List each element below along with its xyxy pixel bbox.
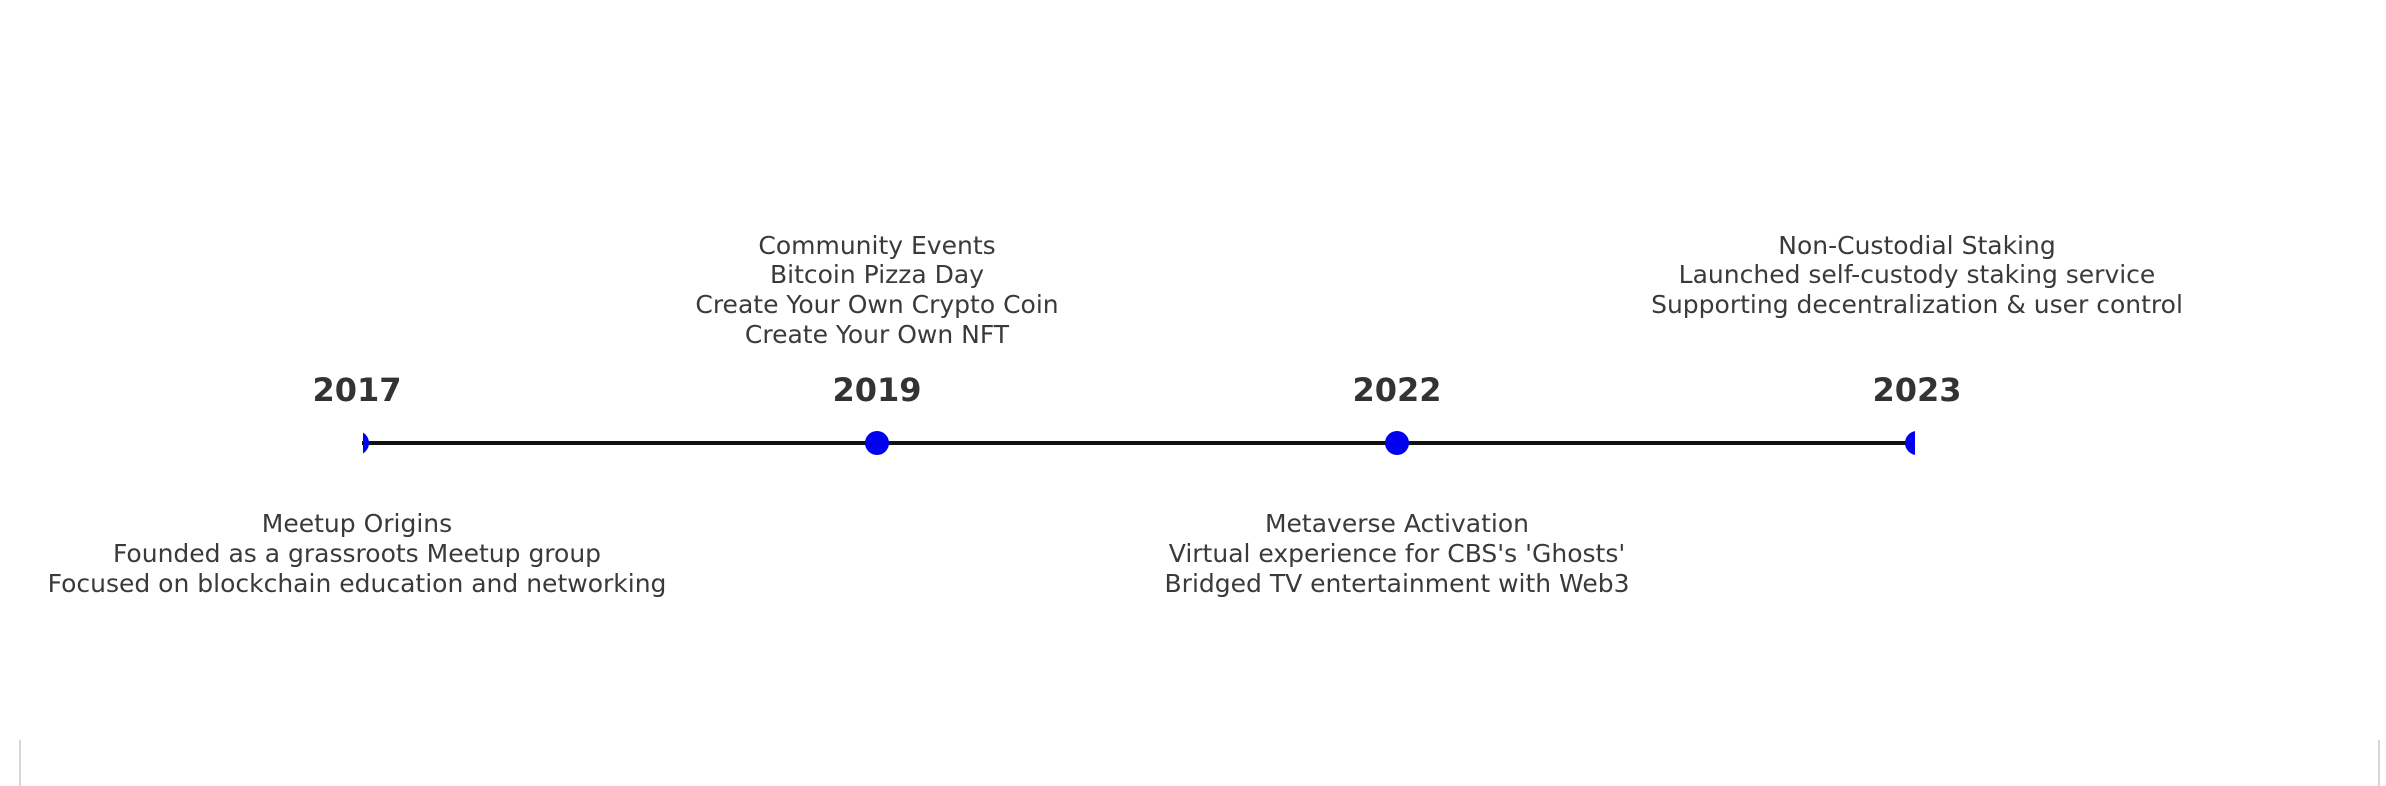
year-label-2019: 2019 [832,371,921,409]
event-2022-line-2: Virtual experience for CBS's 'Ghosts' [1169,539,1625,568]
event-2017-line-3: Focused on blockchain education and netw… [48,569,667,598]
year-label-2022: 2022 [1352,371,1441,409]
event-2019-line-3: Create Your Own Crypto Coin [695,290,1058,319]
event-2022-title: Metaverse Activation [1265,509,1529,538]
event-2022-line-3: Bridged TV entertainment with Web3 [1165,569,1630,598]
year-label-2023: 2023 [1872,371,1961,409]
event-2019-line-4: Create Your Own NFT [745,320,1010,349]
event-2017-line-2: Founded as a grassroots Meetup group [113,539,601,568]
timeline-marker-2019 [865,431,889,455]
event-2023-title: Non-Custodial Staking [1778,231,2055,260]
event-2019-line-2: Bitcoin Pizza Day [770,260,984,289]
year-label-2017: 2017 [312,371,401,409]
right-edge-divider [2378,740,2380,786]
event-2019-title: Community Events [758,231,995,260]
event-2023-line-3: Supporting decentralization & user contr… [1651,290,2183,319]
timeline-marker-2023 [1905,431,1915,455]
timeline-marker-2022 [1385,431,1409,455]
event-2017-title: Meetup Origins [262,509,452,538]
left-edge-divider [19,740,21,786]
timeline-marker-2017 [363,432,369,454]
event-2023-line-2: Launched self-custody staking service [1679,260,2156,289]
